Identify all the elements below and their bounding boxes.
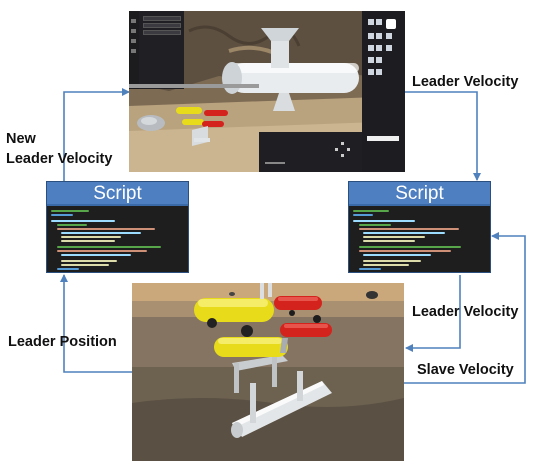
label-slave-velocity: Slave Velocity <box>417 362 514 378</box>
toolbar-icon[interactable] <box>131 39 136 43</box>
simulator-screenshot <box>129 11 405 172</box>
toolbar-icon[interactable] <box>131 29 136 33</box>
vehicle-render <box>132 283 404 461</box>
tool-button[interactable] <box>376 45 382 51</box>
tool-button[interactable] <box>368 19 374 25</box>
panel-field[interactable] <box>143 23 181 28</box>
panel-field[interactable] <box>143 16 181 21</box>
tool-button[interactable] <box>376 33 382 39</box>
label-new-leader-velocity: Leader Velocity <box>6 151 113 167</box>
timeline-bar[interactable] <box>129 84 259 88</box>
script-box-right: Script <box>348 181 491 273</box>
arrow-left-icon[interactable] <box>335 148 338 151</box>
label-leader-velocity-right: Leader Velocity <box>412 304 519 320</box>
arrow-leader-velocity-right <box>405 275 461 352</box>
tool-button[interactable] <box>376 57 382 63</box>
arrow-leader-position <box>60 274 132 373</box>
settings-panel <box>139 11 184 89</box>
arrow-new-leader-velocity <box>63 88 130 183</box>
tool-button[interactable] <box>376 69 382 75</box>
tool-button[interactable] <box>368 57 374 63</box>
arrow-leader-velocity-top <box>405 91 481 181</box>
tool-button[interactable] <box>386 19 396 29</box>
tool-button[interactable] <box>376 19 382 25</box>
label-leader-velocity-top: Leader Velocity <box>412 74 519 90</box>
right-tool-panel <box>362 11 405 172</box>
label-new: New <box>6 131 36 147</box>
property-field[interactable] <box>367 136 399 141</box>
tool-button[interactable] <box>368 33 374 39</box>
arrow-up-icon[interactable] <box>341 142 344 145</box>
arrow-down-icon[interactable] <box>341 154 344 157</box>
script-box-left: Script <box>46 181 189 273</box>
script-title-right: Script <box>349 182 490 206</box>
toolbar-icon[interactable] <box>131 49 136 53</box>
tool-button[interactable] <box>368 45 374 51</box>
arrow-slave-velocity <box>404 232 526 384</box>
tool-button[interactable] <box>386 45 392 51</box>
toolbar-icon[interactable] <box>131 19 136 23</box>
label-leader-position: Leader Position <box>8 334 117 350</box>
tool-button[interactable] <box>368 69 374 75</box>
rig-pipe <box>232 381 332 437</box>
panel-field[interactable] <box>143 30 181 35</box>
script-title-left: Script <box>47 182 188 206</box>
vehicle-scene <box>132 283 404 461</box>
arrow-right-icon[interactable] <box>347 148 350 151</box>
speed-slider[interactable] <box>265 162 285 164</box>
tool-button[interactable] <box>386 33 392 39</box>
vehicles-small <box>176 107 228 146</box>
control-panel <box>259 132 362 172</box>
